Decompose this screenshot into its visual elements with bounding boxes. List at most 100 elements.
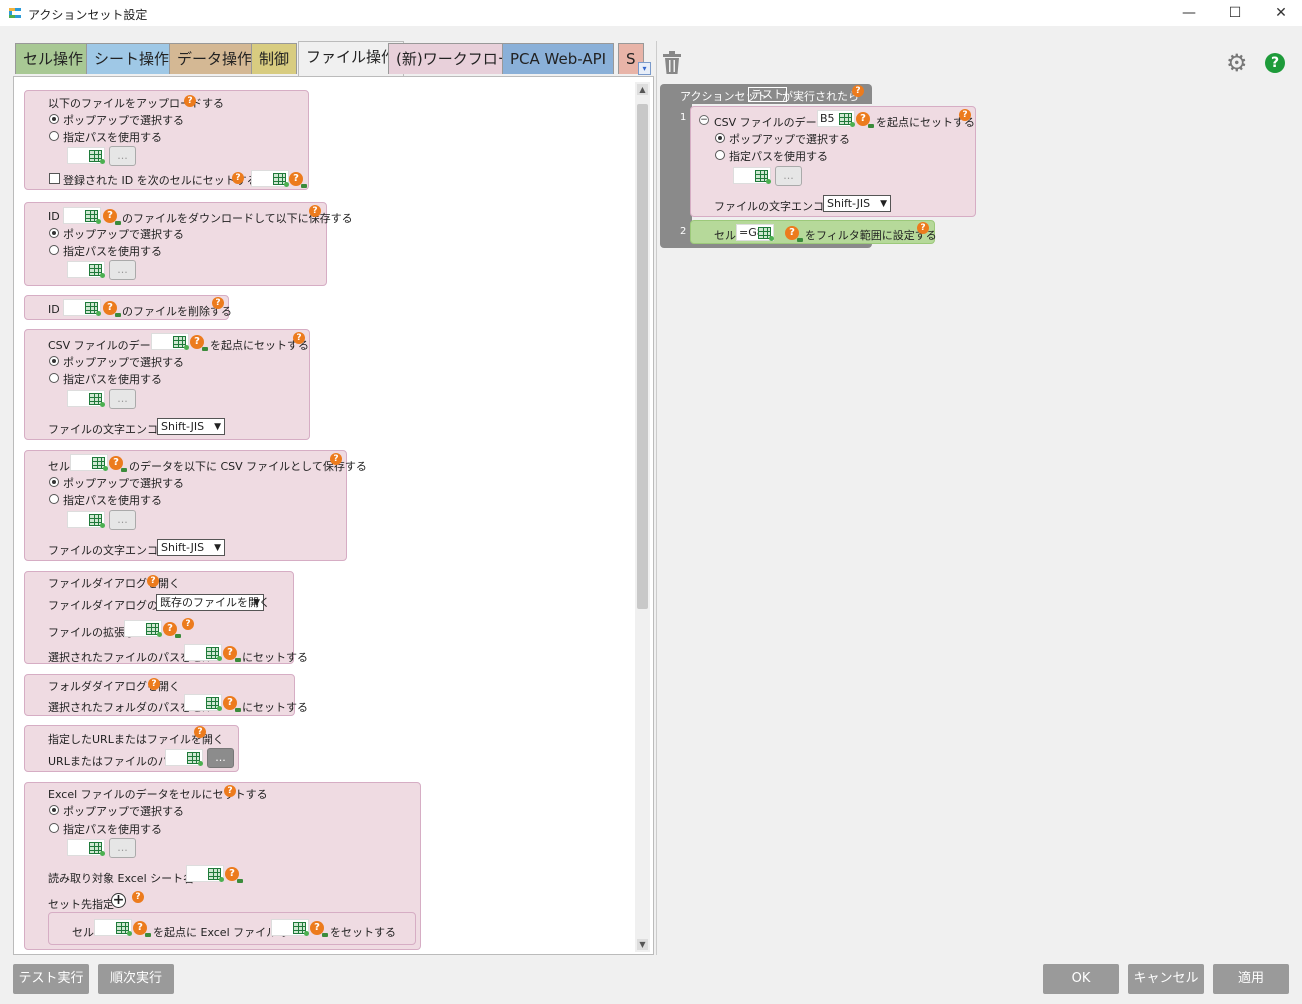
minimize-button[interactable]: — (1182, 5, 1196, 21)
encoding-select[interactable]: Shift-JIS▼ (157, 539, 225, 556)
cell-picker[interactable] (67, 511, 105, 528)
test-run-button[interactable]: テスト実行 (13, 964, 89, 994)
trash-icon[interactable] (661, 51, 683, 75)
cell-picker[interactable] (67, 839, 105, 856)
cell-picker[interactable] (67, 147, 105, 164)
help-icon[interactable]: ? (212, 297, 224, 309)
radio-popup[interactable] (49, 114, 59, 124)
csv-save-block[interactable]: セル ? のデータを以下に CSV ファイルとして保存する ? ポップアップで選… (24, 450, 367, 561)
tab-file-ops[interactable]: ファイル操作 (298, 41, 405, 76)
actionset-row-csv-read[interactable]: − CSV ファイルのデータを B5 ? を起点にセットする ? ポップアップで… (690, 106, 976, 217)
close-button[interactable]: ✕ (1275, 5, 1287, 21)
radio-popup[interactable] (49, 805, 59, 815)
folder-dialog-block[interactable]: フォルダダイアログを開く ? 選択されたフォルダのパスをセル ? にセットする (24, 674, 308, 716)
search-help-icon[interactable]: ? (785, 226, 803, 242)
radio-path[interactable] (49, 131, 59, 141)
search-help-icon[interactable]: ? (103, 301, 121, 317)
help-icon[interactable]: ? (959, 109, 971, 121)
help-icon[interactable]: ? (132, 891, 144, 903)
palette-scrollbar[interactable]: ▲ ▼ (635, 82, 650, 952)
help-icon[interactable]: ? (224, 785, 236, 797)
help-icon[interactable]: ? (330, 453, 342, 465)
cell-picker[interactable]: B5 (817, 110, 855, 127)
scroll-thumb[interactable] (637, 104, 648, 609)
apply-button[interactable]: 適用 (1213, 964, 1289, 994)
search-help-icon[interactable]: ? (133, 921, 151, 937)
help-icon[interactable]: ? (309, 205, 321, 217)
search-help-icon[interactable]: ? (223, 696, 241, 712)
cell-picker[interactable] (733, 167, 771, 184)
file-dialog-block[interactable]: ファイルダイアログを開く ? ファイルダイアログの種類 既存のファイルを開く▼ … (24, 571, 308, 664)
cell-picker[interactable] (67, 261, 105, 278)
help-icon[interactable]: ? (184, 95, 196, 107)
search-help-icon[interactable]: ? (310, 921, 328, 937)
browse-button[interactable]: ... (109, 510, 136, 530)
download-block[interactable]: ID ? のファイルをダウンロードして以下に保存する ? ポップアップで選択する… (24, 202, 353, 286)
maximize-button[interactable]: ☐ (1228, 5, 1242, 21)
ok-button[interactable]: OK (1043, 964, 1119, 994)
help-icon[interactable]: ? (194, 726, 206, 738)
search-help-icon[interactable]: ? (109, 456, 127, 472)
register-id-checkbox[interactable] (49, 173, 60, 184)
tab-workflow[interactable]: (新)ワークフロー (388, 43, 521, 74)
help-icon[interactable]: ? (182, 618, 194, 630)
tab-control[interactable]: 制御 (251, 43, 298, 74)
radio-path[interactable] (49, 494, 59, 504)
csv-read-block[interactable]: CSV ファイルのデータを ? を起点にセットする ? ポップアップで選択する … (24, 329, 310, 440)
help-icon[interactable]: ? (852, 85, 864, 97)
help-icon[interactable]: ? (232, 172, 244, 184)
cell-picker[interactable] (63, 207, 101, 224)
radio-path[interactable] (49, 245, 59, 255)
cancel-button[interactable]: キャンセル (1128, 964, 1204, 994)
cell-picker[interactable] (151, 333, 189, 350)
cell-picker[interactable] (251, 170, 289, 187)
cell-picker[interactable] (271, 919, 309, 936)
file-dialog-type-select[interactable]: 既存のファイルを開く▼ (156, 594, 270, 611)
help-icon[interactable]: ? (147, 575, 159, 587)
actionset-name[interactable]: テスト (748, 87, 787, 102)
search-help-icon[interactable]: ? (103, 209, 121, 225)
browse-button[interactable]: ... (775, 166, 802, 186)
radio-path[interactable] (49, 373, 59, 383)
browse-button[interactable]: ... (109, 260, 136, 280)
cell-picker[interactable] (165, 749, 203, 766)
help-icon[interactable]: ? (917, 222, 929, 234)
actionset-header[interactable]: アクションセット テスト が実行されたら ? (660, 84, 872, 104)
cell-picker[interactable]: =G8 (736, 224, 774, 241)
tab-sheet-ops[interactable]: シート操作 (86, 43, 178, 74)
radio-path[interactable] (715, 150, 725, 160)
radio-path[interactable] (49, 823, 59, 833)
actionset-row-filter-range[interactable]: セル =G8 ? をフィルタ範囲に設定する ? (690, 220, 937, 244)
browse-button[interactable]: ... (207, 748, 234, 768)
radio-popup[interactable] (49, 356, 59, 366)
tab-scroll-button[interactable]: ▾ (638, 62, 651, 75)
radio-popup[interactable] (49, 228, 59, 238)
cell-picker[interactable] (67, 390, 105, 407)
search-help-icon[interactable]: ? (856, 112, 874, 128)
delete-block[interactable]: ID ? のファイルを削除する ? (24, 295, 232, 320)
search-help-icon[interactable]: ? (223, 646, 241, 662)
cell-picker[interactable] (63, 299, 101, 316)
upload-block[interactable]: 以下のファイルをアップロードする ? ポップアップで選択する 指定パスを使用する… (24, 90, 309, 190)
browse-button[interactable]: ... (109, 838, 136, 858)
cell-picker[interactable] (124, 620, 162, 637)
excel-target-row[interactable]: セル ? を起点に Excel ファイルの ? をセットする (48, 912, 416, 945)
scroll-up-icon[interactable]: ▲ (637, 84, 648, 95)
browse-button[interactable]: ... (109, 146, 136, 166)
search-help-icon[interactable]: ? (163, 622, 181, 638)
scroll-down-icon[interactable]: ▼ (637, 939, 648, 950)
excel-block[interactable]: Excel ファイルのデータをセルにセットする ? ポップアップで選択する 指定… (24, 782, 421, 950)
search-help-icon[interactable]: ? (225, 867, 243, 883)
tab-data-ops[interactable]: データ操作 (169, 43, 261, 74)
collapse-icon[interactable]: − (699, 115, 709, 125)
cell-picker[interactable] (94, 919, 132, 936)
browse-button[interactable]: ... (109, 389, 136, 409)
search-help-icon[interactable]: ? (190, 335, 208, 351)
cell-picker[interactable] (184, 694, 222, 711)
help-icon[interactable]: ? (293, 332, 305, 344)
sequential-run-button[interactable]: 順次実行 (98, 964, 174, 994)
tab-pca-web-api[interactable]: PCA Web-API (502, 43, 615, 74)
cell-picker[interactable] (184, 644, 222, 661)
cell-picker[interactable] (186, 865, 224, 882)
encoding-select[interactable]: Shift-JIS▼ (157, 418, 225, 435)
